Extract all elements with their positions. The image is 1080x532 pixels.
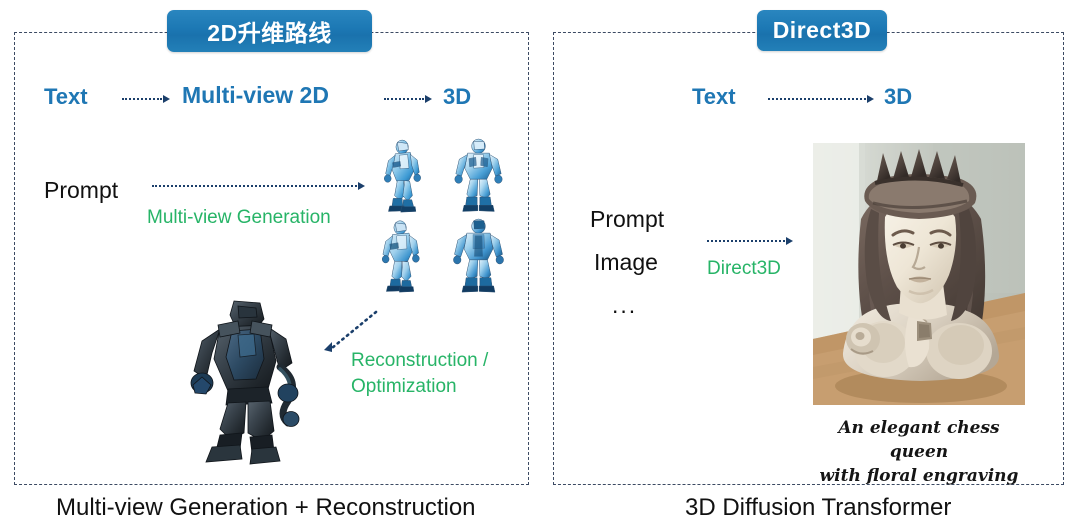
reconstruction-label-line2: Optimization (351, 376, 457, 397)
right-input-image-label: Image (594, 249, 658, 275)
left-panel-badge: 2D升维路线 (167, 10, 372, 52)
multiview-generation-label: Multi-view Generation (147, 207, 331, 228)
left-pipeline-stage-text: Text (44, 84, 88, 109)
list-item (368, 218, 439, 294)
left-pipeline-stage-multiview-2d: Multi-view 2D (182, 82, 329, 108)
right-pipeline-stage-3d: 3D (884, 84, 913, 109)
reconstruction-label-line1: Reconstruction / (351, 350, 489, 371)
chess-queen-caption: An elegant chess queen with floral engra… (813, 416, 1025, 488)
left-input-prompt-label: Prompt (44, 177, 119, 203)
multiview-2d-grid (368, 138, 514, 293)
dotted-arrow-icon-direct3d (707, 237, 793, 245)
dotted-arrow-icon (122, 95, 170, 103)
caption-line2: with floral engraving (819, 466, 1019, 486)
list-item (443, 218, 514, 294)
list-item (368, 138, 439, 214)
left-panel-footer: Multi-view Generation + Reconstruction (56, 494, 476, 521)
dotted-arrow-icon (384, 95, 432, 103)
robot-view-front-icon (454, 138, 503, 212)
caption-line1: An elegant chess queen (838, 418, 1000, 462)
chess-queen-result-photo (813, 143, 1025, 405)
list-item (443, 138, 514, 214)
robot-view-back-left-icon (381, 220, 420, 292)
direct3d-method-label: Direct3D (707, 258, 781, 279)
right-pipeline-stage-text: Text (692, 84, 736, 109)
robot-view-front-left-icon (384, 139, 421, 213)
reconstructed-3d-robot-icon (190, 300, 300, 465)
right-panel-badge: Direct3D (757, 10, 887, 51)
dotted-arrow-icon-reconstruction (324, 310, 378, 352)
right-input-more-label: ... (612, 292, 638, 318)
left-pipeline-stage-3d: 3D (443, 84, 472, 109)
chess-queen-bust-image (813, 143, 1025, 405)
reconstruction-optimization-label: Reconstruction / Optimization (351, 348, 488, 400)
robot-view-back-icon (453, 218, 504, 292)
right-input-prompt-label: Prompt (590, 206, 665, 232)
dotted-arrow-icon (768, 95, 874, 103)
right-panel-footer: 3D Diffusion Transformer (685, 494, 952, 521)
dotted-arrow-icon-multiview-generation (152, 182, 365, 190)
